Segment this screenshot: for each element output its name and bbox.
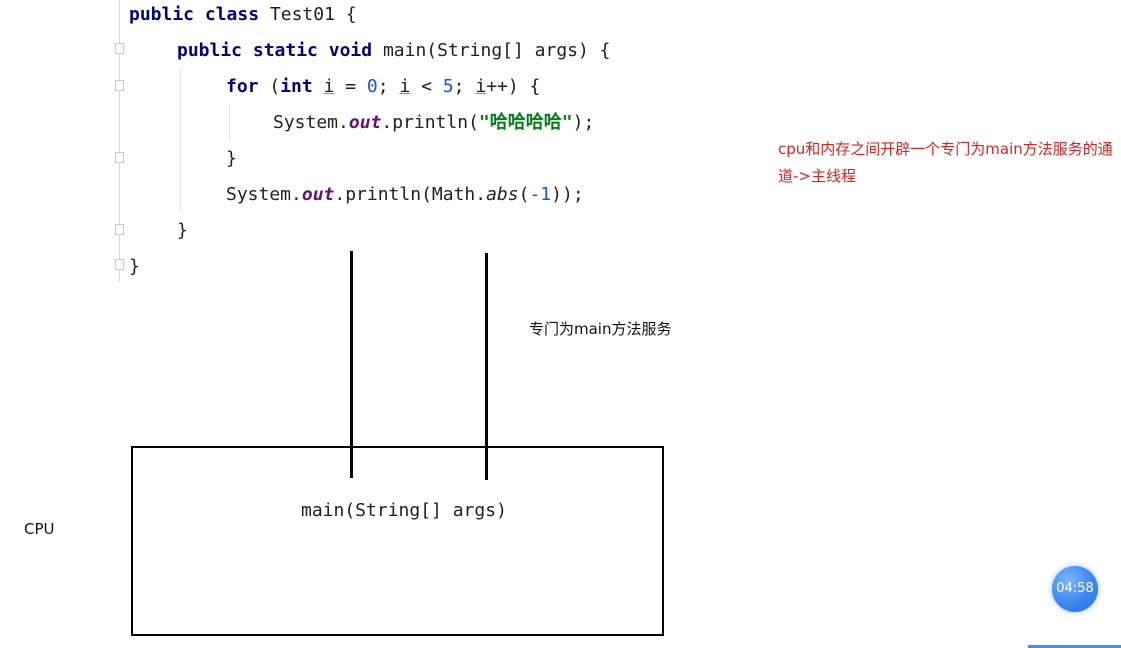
main-thread-note: cpu和内存之间开辟一个专门为main方法服务的通道->主线程 (778, 140, 1113, 185)
code-line-3: for (int i = 0; i < 5; i++) { (226, 76, 540, 98)
cpu-label: CPU (24, 520, 55, 538)
channel-line-right (485, 253, 488, 480)
keyword: public (177, 40, 243, 61)
box-main-signature: main(String[] args) (301, 500, 507, 521)
indent-guide-main (180, 68, 181, 212)
memory-box (131, 446, 664, 636)
code-token: System. (273, 112, 349, 133)
static-field: out (348, 112, 382, 133)
fold-marker-class-end[interactable] (115, 259, 124, 270)
number-literal: -1 (529, 184, 552, 205)
code-token: ); (572, 112, 595, 133)
code-line-1: public class Test01 { (129, 4, 357, 26)
indent-guide-for (229, 104, 230, 140)
method-signature: main(String[] args) { (372, 40, 611, 61)
fold-marker-for[interactable] (115, 80, 124, 91)
code-line-8: } (129, 256, 140, 277)
code-token: System. (226, 184, 302, 205)
variable-i: i (323, 76, 335, 97)
code-line-2: public static void main(String[] args) { (177, 40, 611, 62)
fold-marker-for-end[interactable] (115, 152, 124, 163)
variable-i: i (399, 76, 411, 97)
code-token: .println(Math. (334, 184, 487, 205)
channel-line-left (350, 251, 353, 478)
keyword: class (204, 4, 260, 25)
code-token: ++) { (486, 76, 541, 97)
code-token: ( (258, 76, 281, 97)
keyword: for (226, 76, 259, 97)
keyword: static (252, 40, 318, 61)
code-token: )); (551, 184, 584, 205)
code-token: ; (453, 76, 476, 97)
code-token (313, 76, 324, 97)
static-field: out (301, 184, 335, 205)
code-line-4: System.out.println("哈哈哈哈"); (273, 112, 594, 134)
code-token: < (410, 76, 443, 97)
keyword: void (328, 40, 373, 61)
editor-gutter (119, 0, 120, 282)
variable-i: i (475, 76, 487, 97)
fold-marker-main[interactable] (115, 43, 124, 54)
string-literal: "哈哈哈哈" (478, 112, 573, 133)
number-literal: 0 (366, 76, 378, 97)
code-line-7: } (177, 220, 188, 241)
channel-label: 专门为main方法服务 (529, 320, 672, 338)
code-token: = (334, 76, 367, 97)
keyword: int (280, 76, 313, 97)
fold-marker-main-end[interactable] (115, 224, 124, 235)
code-line-5: } (226, 148, 237, 169)
number-literal: 5 (442, 76, 454, 97)
code-token: ; (377, 76, 400, 97)
bottom-progress-bar (1028, 645, 1121, 648)
code-line-6: System.out.println(Math.abs(-1)); (226, 184, 584, 206)
class-name: Test01 { (259, 4, 357, 25)
code-token: .println( (381, 112, 479, 133)
recording-timer-button[interactable]: 04:58 (1052, 566, 1098, 612)
keyword: public (129, 4, 195, 25)
code-token: ( (518, 184, 530, 205)
static-method: abs (486, 184, 519, 205)
